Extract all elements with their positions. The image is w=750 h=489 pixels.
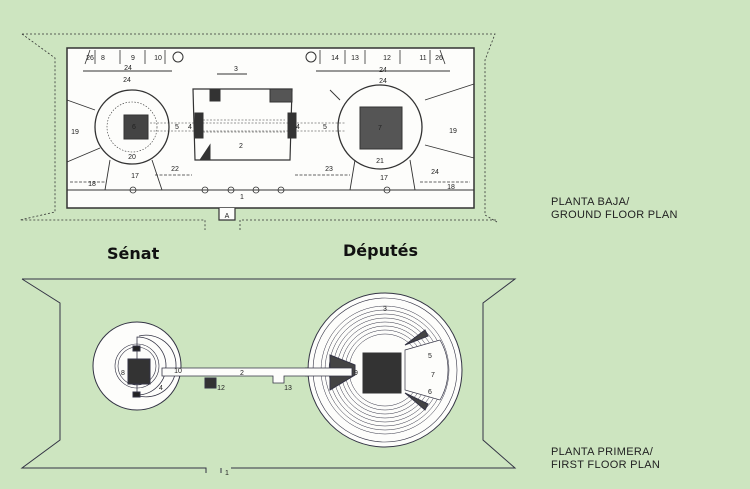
svg-text:24: 24 — [123, 77, 131, 84]
ground-floor-caption: PLANTA BAJA/ GROUND FLOOR PLAN — [551, 196, 678, 222]
svg-text:5: 5 — [428, 353, 432, 360]
svg-text:18: 18 — [447, 184, 455, 191]
svg-text:19: 19 — [71, 129, 79, 136]
deputies-chamber — [337, 84, 423, 170]
svg-text:A: A — [225, 213, 230, 220]
first-floor-caption: PLANTA PRIMERA/ FIRST FLOOR PLAN — [551, 446, 660, 472]
first-floor-room-numbers: 3 8 10 2 12 13 4 9 7 5 6 1 — [121, 306, 435, 477]
svg-text:6: 6 — [428, 389, 432, 396]
svg-text:17: 17 — [380, 175, 388, 182]
ground-floor-caption-line2: GROUND FLOOR PLAN — [551, 209, 678, 221]
senate-chamber — [94, 89, 170, 165]
svg-text:6: 6 — [132, 124, 136, 131]
deputes-label: Députés — [343, 241, 418, 260]
svg-text:13: 13 — [351, 55, 359, 62]
svg-text:12: 12 — [217, 385, 225, 392]
svg-text:18: 18 — [88, 181, 96, 188]
svg-text:1: 1 — [225, 470, 229, 477]
svg-text:4: 4 — [188, 124, 192, 131]
svg-text:24: 24 — [124, 65, 132, 72]
ground-floor-caption-line1: PLANTA BAJA/ — [551, 196, 630, 208]
first-floor-caption-line2: FIRST FLOOR PLAN — [551, 459, 661, 471]
svg-text:8: 8 — [101, 55, 105, 62]
svg-text:19: 19 — [449, 128, 457, 135]
entrance — [218, 208, 236, 221]
svg-text:9: 9 — [131, 55, 135, 62]
svg-text:2: 2 — [239, 143, 243, 150]
svg-text:7: 7 — [431, 372, 435, 379]
svg-text:2: 2 — [240, 370, 244, 377]
svg-text:9: 9 — [354, 370, 358, 377]
site-boundary — [20, 278, 517, 473]
first-floor-caption-line1: PLANTA PRIMERA/ — [551, 446, 654, 458]
svg-text:24: 24 — [379, 78, 387, 85]
svg-text:20: 20 — [128, 154, 136, 161]
svg-text:26: 26 — [435, 55, 443, 62]
svg-text:24: 24 — [379, 67, 387, 74]
svg-text:14: 14 — [331, 55, 339, 62]
first-floor-plan — [20, 278, 517, 473]
ground-floor-room-numbers: 26 8 9 10 24 3 24 14 13 12 11 26 24 24 6… — [71, 55, 457, 220]
svg-text:12: 12 — [383, 55, 391, 62]
svg-text:5: 5 — [323, 124, 327, 131]
svg-text:24: 24 — [431, 169, 439, 176]
svg-text:13: 13 — [284, 385, 292, 392]
svg-text:1: 1 — [240, 194, 244, 201]
svg-text:4: 4 — [296, 124, 300, 131]
svg-text:8: 8 — [121, 370, 125, 377]
svg-text:10: 10 — [154, 55, 162, 62]
svg-text:26: 26 — [86, 55, 94, 62]
site-boundary-dashed — [19, 33, 498, 230]
svg-text:23: 23 — [325, 166, 333, 173]
senat-label: Sénat — [107, 244, 160, 263]
svg-text:17: 17 — [131, 173, 139, 180]
svg-text:11: 11 — [419, 55, 426, 62]
svg-text:3: 3 — [234, 66, 238, 73]
svg-text:5: 5 — [175, 124, 179, 131]
svg-text:21: 21 — [376, 158, 384, 165]
ground-floor-plan — [19, 33, 498, 230]
svg-text:22: 22 — [171, 166, 179, 173]
svg-text:4: 4 — [159, 385, 163, 392]
svg-text:10: 10 — [174, 368, 182, 375]
svg-text:7: 7 — [378, 125, 382, 132]
svg-text:3: 3 — [383, 306, 387, 313]
